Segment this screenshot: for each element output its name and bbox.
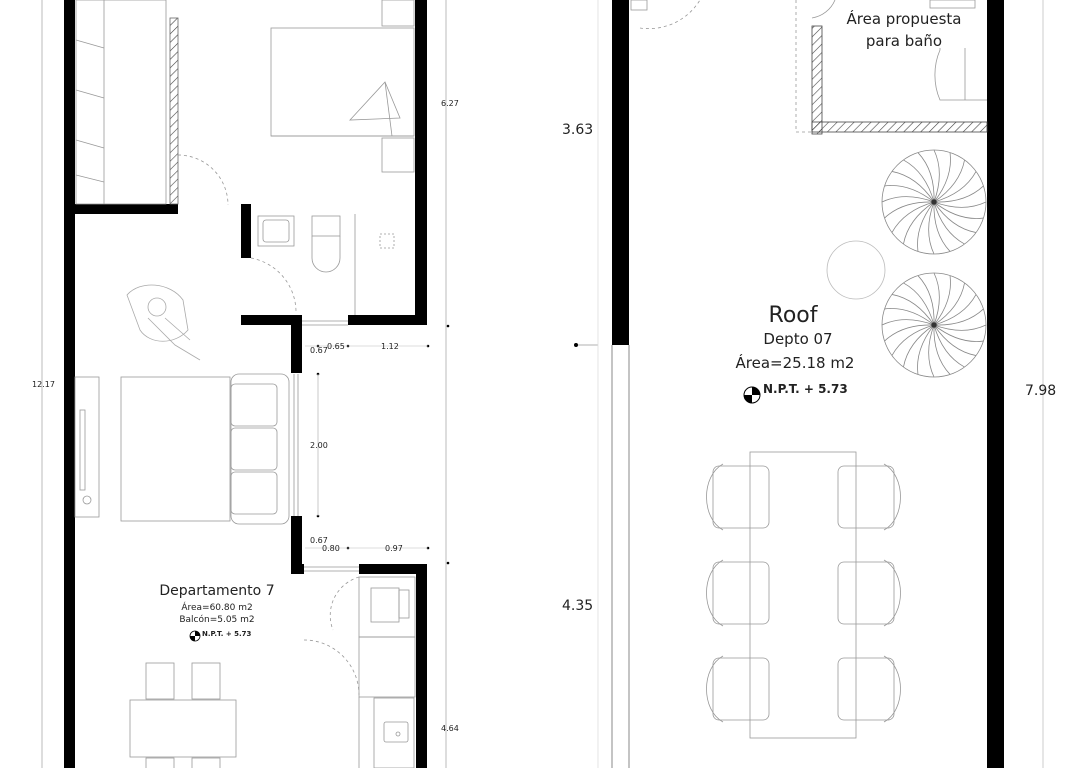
dimension-ticks: [316, 324, 450, 565]
dim-4-64: 4.64: [441, 724, 459, 733]
window: [293, 320, 359, 572]
wardrobe: [75, 0, 229, 206]
apartment-balcony: Balcón=5.05 m2: [179, 614, 254, 625]
roof-plan: Área propuesta para baño Roof Depto 07 Á…: [611, 0, 1056, 768]
roof-wall-left: [612, 0, 629, 345]
dim-0-80: 0.80: [322, 544, 340, 553]
apartment-area: Área=60.80 m2: [181, 601, 252, 613]
chair-icon: [837, 655, 901, 723]
round-table: [826, 240, 886, 300]
sofa: [120, 373, 290, 525]
dim-4-35: 4.35: [562, 598, 593, 614]
roof-wall-right: [987, 0, 1004, 768]
chair-icon: [837, 463, 901, 531]
roof-dining-table: [749, 451, 857, 739]
dim-1-12: 1.12: [381, 342, 399, 351]
dim-7-98: 7.98: [1025, 383, 1056, 399]
dim-6-27: 6.27: [441, 99, 459, 108]
dim-3-63: 3.63: [562, 122, 593, 138]
proposed-bathroom: [795, 0, 988, 135]
proposed-bath-line2: para baño: [866, 32, 942, 50]
chair-icon: [706, 559, 770, 627]
apartment-plan: 6.27 12.17 0.67 0.65 1.12 2.00 0.67 0.80…: [32, 0, 459, 768]
parasol-icon: [881, 272, 987, 378]
roof-title: Roof: [769, 303, 819, 328]
dim-0-65: 0.65: [327, 342, 345, 351]
proposed-bath-line1: Área propuesta: [847, 9, 962, 28]
dim-0-97: 0.97: [385, 544, 403, 553]
tv-cabinet: [74, 376, 100, 518]
chair-icon: [706, 463, 770, 531]
lounge-chair-icon: [126, 284, 201, 361]
parasol-icon: [881, 149, 987, 255]
apartment-level: N.P.T. + 5.73: [202, 630, 252, 638]
apartment-name: Departamento 7: [159, 583, 274, 599]
dim-2-00: 2.00: [310, 441, 328, 450]
kitchen: [303, 576, 416, 768]
dim-12-17: 12.17: [32, 380, 55, 389]
chair-icon: [706, 655, 770, 723]
roof-unit: Depto 07: [763, 330, 832, 348]
dining-table: [129, 662, 237, 768]
bedroom-bed: [270, 0, 415, 173]
stair-fragment: [630, 0, 701, 30]
dim-0-67-bottom: 0.67: [310, 536, 328, 545]
chair-icon: [837, 559, 901, 627]
dim-0-67-top: 0.67: [310, 346, 328, 355]
level-marker-icon: [189, 630, 201, 642]
roof-chairs: [706, 463, 901, 723]
roof-area: Área=25.18 m2: [736, 353, 855, 372]
walls: [64, 0, 427, 768]
roof-level: N.P.T. + 5.73: [763, 382, 848, 396]
bathroom: [250, 214, 395, 315]
level-marker-icon: [743, 386, 761, 404]
